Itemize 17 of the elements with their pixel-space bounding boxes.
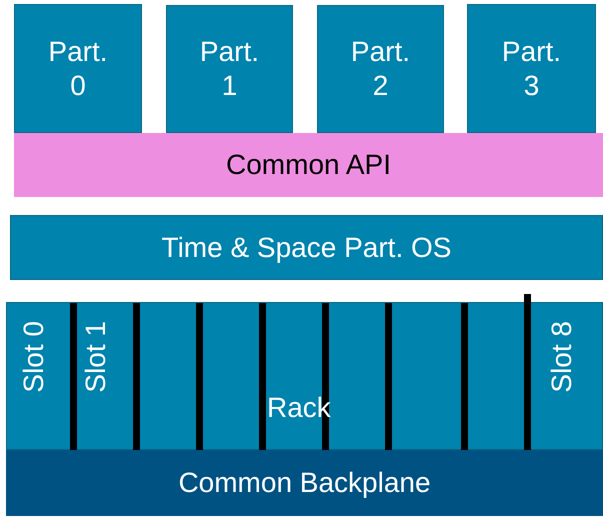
partition-box <box>317 5 444 133</box>
layer-label: Part. 1 <box>198 35 260 103</box>
layer-label: Common API <box>226 148 391 182</box>
layer-label: Part. 2 <box>350 35 412 103</box>
os-layer-bar <box>10 215 603 280</box>
backplane-bar <box>6 450 603 516</box>
slot-label: Slot 0 <box>20 321 48 393</box>
partition-box <box>14 4 142 133</box>
slot-label: Slot 1 <box>82 321 110 393</box>
layer-label: Time & Space Part. OS <box>162 230 452 264</box>
layer-label: Common Backplane <box>178 466 431 500</box>
layer-label: Part. 0 <box>47 34 109 102</box>
partition-box <box>166 5 293 133</box>
partition-box <box>467 4 596 133</box>
layer-label: Part. 3 <box>500 34 562 102</box>
api-layer-bar <box>14 133 603 197</box>
slot-label: Slot 8 <box>548 321 576 393</box>
